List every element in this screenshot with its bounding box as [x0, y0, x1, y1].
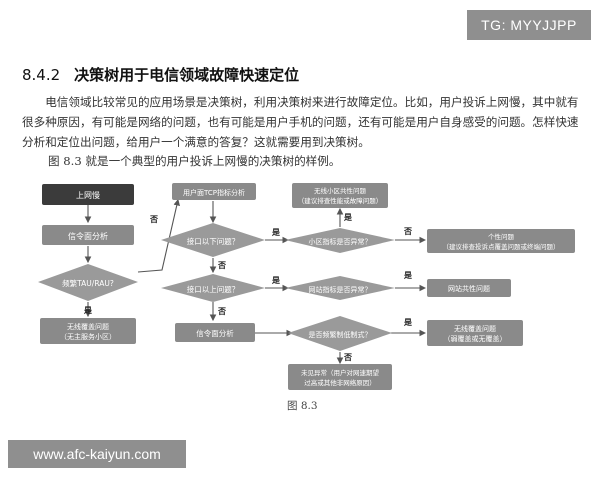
- watermark-top: TG: MYYJJPP: [467, 10, 591, 40]
- no-abnormal-line-2: 过高或其他非网络原因）: [304, 378, 376, 387]
- label-no-interface-down: 否: [217, 261, 226, 270]
- section-heading: 8.4.2 决策树用于电信领域故障快速定位: [22, 64, 299, 85]
- label-no-frequent-drop: 否: [343, 353, 352, 362]
- interface-up-decision: [161, 274, 265, 302]
- website-common-issue-label: 网站共性问题: [448, 284, 490, 293]
- label-yes-tau: 是: [83, 305, 92, 315]
- frequent-drop-label: 是否频繁制低制式？: [309, 330, 372, 339]
- cell-metric-decision: [285, 228, 395, 253]
- no-abnormal-line-1: 未见异常（用户对网速期望: [301, 368, 380, 377]
- start-label: 上网慢: [76, 190, 100, 200]
- no-coverage-line-2: （无主服务小区）: [60, 332, 116, 341]
- signaling-analysis-box: [42, 225, 134, 245]
- individual-issue-line-1: 个性问题: [488, 232, 515, 241]
- individual-issue-box: [427, 229, 575, 253]
- individual-issue-line-2: （建议排查投诉点覆盖问题或终端问题）: [443, 242, 560, 251]
- label-yes-website-metric: 是: [403, 270, 412, 280]
- frequent-drop-decision: [288, 316, 392, 351]
- label-no-cell-metric: 否: [403, 227, 412, 236]
- cell-common-issue-line-1: 无线小区共性问题: [314, 186, 367, 195]
- user-tcp-analysis-box: [172, 183, 256, 200]
- flow-connectors: [84, 198, 427, 365]
- website-common-issue-box: [427, 279, 511, 297]
- signaling-analysis-2-label: 信令面分析: [196, 328, 234, 338]
- cell-metric-label: 小区指标是否异常？: [309, 237, 372, 246]
- no-coverage-line-1: 无线覆盖问题: [67, 322, 109, 331]
- interface-down-label: 接口以下问题？: [187, 236, 240, 246]
- website-metric-label: 网站指标是否异常？: [309, 285, 372, 294]
- user-tcp-analysis-label: 用户面TCP指标分析: [183, 188, 245, 197]
- label-yes-interface-down: 是: [271, 227, 280, 237]
- no-abnormal-box: [288, 364, 392, 390]
- body-paragraph: 电信领域比较常见的应用场景是决策树，利用决策树来进行故障定位。比如，用户投诉上网…: [22, 95, 579, 149]
- section-title: 决策树用于电信领域故障快速定位: [74, 66, 300, 84]
- interface-up-label: 接口以上问题？: [187, 284, 240, 294]
- frequent-tau-label: 频繁TAU/RAU?: [62, 278, 114, 288]
- figure-caption: 图 8.3: [287, 400, 318, 412]
- label-yes-cell-metric: 是: [343, 212, 352, 222]
- frequent-tau-decision: [38, 264, 138, 301]
- label-yes-frequent-drop: 是: [403, 317, 412, 327]
- signaling-analysis-label: 信令面分析: [68, 231, 108, 241]
- interface-down-decision: [161, 223, 265, 257]
- label-no-interface-up: 否: [217, 307, 226, 316]
- figure-intro: 图 8.3 就是一个典型的用户投诉上网慢的决策树的样例。: [48, 154, 341, 168]
- no-coverage-2-box: [427, 320, 523, 346]
- label-no-tau: 否: [149, 215, 158, 224]
- start-box: [42, 184, 134, 205]
- signaling-analysis-2-box: [175, 323, 255, 342]
- no-coverage-2-line-1: 无线覆盖问题: [454, 324, 496, 333]
- label-yes-interface-up: 是: [271, 275, 280, 285]
- cell-common-issue-box: [292, 183, 388, 208]
- cell-common-issue-line-2: （建议排查性能或故障问题）: [298, 196, 383, 205]
- no-coverage-2-line-2: （弱覆盖或无覆盖）: [444, 334, 507, 343]
- website-metric-decision: [285, 276, 395, 300]
- section-number: 8.4.2: [22, 66, 61, 84]
- no-coverage-box: [40, 318, 136, 344]
- watermark-bottom: www.afc-kaiyun.com: [8, 440, 186, 468]
